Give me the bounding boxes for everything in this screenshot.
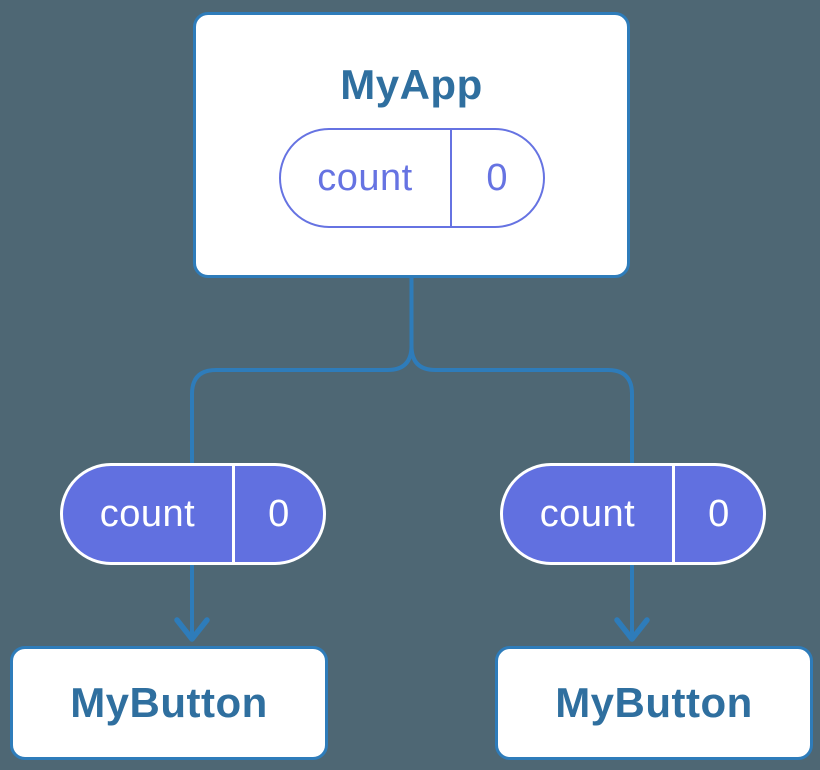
child-component-card-right: MyButton: [495, 646, 813, 760]
child-component-title-left: MyButton: [70, 678, 268, 726]
prop-pill-left: count 0: [60, 463, 326, 565]
arrow-down-left-icon: [174, 617, 210, 642]
child-component-title-right: MyButton: [555, 678, 753, 726]
prop-value-right: 0: [708, 492, 730, 535]
branch-right-line: [409, 345, 634, 636]
root-component-title: MyApp: [340, 60, 483, 108]
prop-pill-right: count 0: [500, 463, 766, 565]
root-component-card: MyApp count 0: [193, 12, 630, 278]
branch-left-line: [190, 277, 414, 636]
prop-name-left: count: [99, 492, 196, 535]
child-component-card-left: MyButton: [10, 646, 328, 760]
pill-divider: [672, 466, 675, 562]
prop-value-left: 0: [268, 492, 290, 535]
pill-divider: [232, 466, 235, 562]
arrow-down-right-icon: [614, 617, 650, 642]
state-name: count: [317, 156, 413, 199]
pill-divider: [449, 130, 452, 227]
state-value: 0: [486, 156, 509, 199]
prop-name-right: count: [539, 492, 636, 535]
state-pill: count 0: [278, 128, 545, 229]
